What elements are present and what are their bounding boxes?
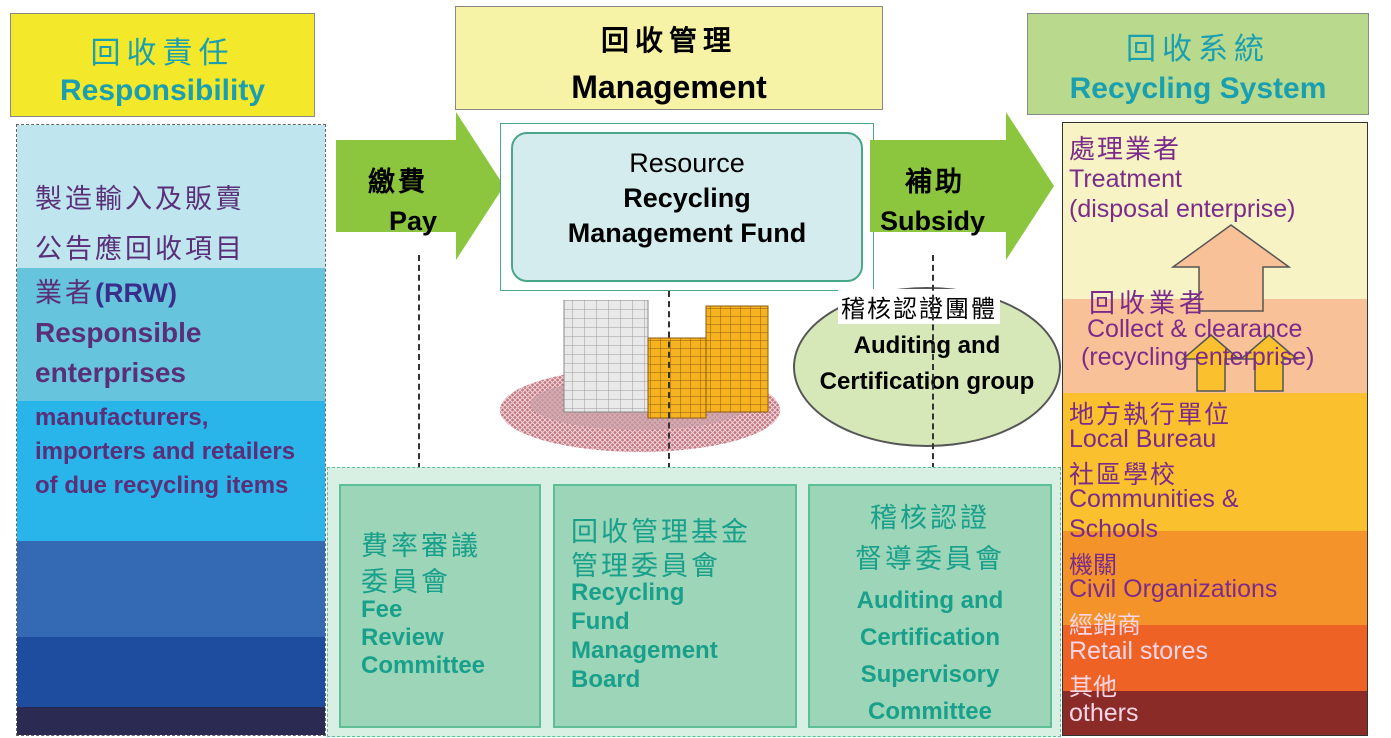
responsibility-header: 回收責任 Responsibility bbox=[10, 13, 315, 117]
fund-buildings-illustration bbox=[500, 300, 780, 452]
fund-line-2: Recycling bbox=[623, 183, 751, 213]
retail-en: Retail stores bbox=[1069, 637, 1208, 665]
committee-board-en: Recycling Fund Management Board bbox=[571, 578, 718, 694]
rrw-zh: 業者 bbox=[35, 278, 95, 309]
system-column: 處理業者 Treatment (disposal enterprise) 回收業… bbox=[1062, 122, 1368, 736]
treatment-en-1: Treatment bbox=[1069, 165, 1183, 193]
fund-line-3: Management Fund bbox=[567, 218, 807, 248]
management-title-en: Management bbox=[571, 69, 767, 105]
collect-en-1: Collect & clearance bbox=[1087, 315, 1303, 343]
committee-fee-review: 費率審議 委員會 Fee Review Committee bbox=[339, 484, 541, 728]
auditing-group-zh: 稽核認證團體 bbox=[838, 289, 1000, 324]
committee-board-en-1: Recycling bbox=[571, 579, 685, 606]
system-title-zh: 回收系統 bbox=[1126, 32, 1270, 67]
fund-connector-line bbox=[668, 291, 670, 469]
committee-fee-en-3: Committee bbox=[361, 652, 486, 679]
band-1 bbox=[17, 125, 325, 268]
fund-box-outer: Resource Recycling Management Fund bbox=[500, 123, 874, 291]
collect-en-2: (recycling enterprise) bbox=[1081, 343, 1315, 371]
others-en: others bbox=[1069, 699, 1139, 727]
committee-audit-zh-1: 稽核認證 bbox=[870, 503, 990, 534]
committee-audit-en-1: Auditing and bbox=[856, 587, 1004, 614]
committee-board-en-3: Management bbox=[571, 637, 718, 664]
rrw-label: 業者(RRW) bbox=[35, 271, 177, 310]
committee-fee-zh-2: 委員會 bbox=[361, 567, 451, 598]
responsibility-title-zh: 回收責任 bbox=[90, 36, 235, 71]
band-others bbox=[1063, 691, 1367, 735]
responsible-enterprises: Responsible enterprises bbox=[35, 317, 202, 388]
committee-board-en-4: Board bbox=[571, 666, 641, 693]
band-civil bbox=[1063, 531, 1367, 625]
collect-zh: 回收業者 bbox=[1089, 289, 1210, 319]
committee-audit-en-2: Certification bbox=[859, 624, 1000, 651]
band-6 bbox=[17, 707, 325, 735]
pay-connector-line bbox=[418, 255, 420, 469]
committee-audit-zh-2: 督導委員會 bbox=[855, 544, 1005, 575]
others-zh: 其他 bbox=[1069, 673, 1117, 701]
committee-fee-en: Fee Review Committee bbox=[361, 596, 485, 680]
band-2 bbox=[17, 268, 325, 401]
local-en: Local Bureau bbox=[1069, 425, 1217, 453]
retail-zh: 經銷商 bbox=[1069, 611, 1141, 639]
responsibility-column: 製造輸入及販賣 公告應回收項目 業者(RRW) Responsible ente… bbox=[16, 124, 326, 736]
committee-auditing-supervisory: 稽核認證 督導委員會 Auditing and Certification Su… bbox=[808, 484, 1052, 728]
band-local bbox=[1063, 393, 1367, 531]
committee-fee-en-2: Review bbox=[361, 624, 444, 651]
committee-fee-en-1: Fee bbox=[361, 596, 403, 623]
band-5 bbox=[17, 637, 325, 707]
committee-fee-zh-1: 費率審議 bbox=[361, 531, 481, 562]
responsibility-line-zh-2: 公告應回收項目 bbox=[35, 234, 245, 265]
civil-en: Civil Organizations bbox=[1069, 575, 1278, 603]
committee-audit-en-3: Supervisory bbox=[860, 661, 1000, 688]
up-arrow-collect-right bbox=[1239, 334, 1299, 392]
treatment-zh: 處理業者 bbox=[1069, 135, 1182, 165]
treatment-en-2: (disposal enterprise) bbox=[1069, 195, 1296, 223]
communities-zh: 社區學校 bbox=[1069, 460, 1178, 489]
system-title-en: Recycling System bbox=[1069, 72, 1327, 105]
committee-fund-board: 回收管理基金 管理委員會 Recycling Fund Management B… bbox=[553, 484, 797, 728]
communities-en-2: Schools bbox=[1069, 515, 1158, 543]
auditing-connector-line bbox=[932, 255, 934, 469]
band-3 bbox=[17, 401, 325, 541]
band-retail bbox=[1063, 625, 1367, 691]
rrw-en: (RRW) bbox=[95, 278, 177, 308]
auditing-group-en: Auditing and Certification group bbox=[819, 332, 1035, 395]
civil-zh: 機關 bbox=[1069, 551, 1117, 579]
subsidy-en: Subsidy bbox=[880, 206, 986, 236]
committee-board-zh-1: 回收管理基金 bbox=[571, 517, 751, 548]
management-header: 回收管理 Management bbox=[455, 6, 883, 110]
pay-arrow bbox=[336, 112, 504, 260]
pay-zh: 繳費 bbox=[368, 167, 428, 198]
responsibility-line-zh-1: 製造輸入及販賣 bbox=[35, 184, 245, 215]
responsibility-title-en: Responsibility bbox=[59, 74, 266, 107]
pay-en: Pay bbox=[389, 206, 438, 236]
fund-line-1: Resource bbox=[629, 148, 745, 178]
band-4 bbox=[17, 541, 325, 637]
fund-box: Resource Recycling Management Fund bbox=[511, 132, 863, 282]
committee-board-en-2: Fund bbox=[571, 608, 630, 635]
subsidy-arrow bbox=[870, 112, 1054, 260]
up-arrow-collect-left bbox=[1181, 334, 1241, 392]
committee-audit-en-4: Committee bbox=[867, 698, 993, 725]
subsidy-zh: 補助 bbox=[905, 167, 965, 198]
management-title-zh: 回收管理 bbox=[600, 24, 737, 57]
local-zh: 地方執行單位 bbox=[1069, 400, 1232, 429]
committee-audit-en: Auditing and Certification Supervisory C… bbox=[810, 582, 1050, 730]
up-arrow-treatment bbox=[1171, 224, 1291, 312]
committee-board-zh-2: 管理委員會 bbox=[571, 551, 721, 582]
communities-en-1: Communities & bbox=[1069, 485, 1239, 513]
system-header: 回收系統 Recycling System bbox=[1027, 13, 1369, 115]
responsibility-detail: manufacturers, importers and retailers o… bbox=[35, 404, 296, 499]
